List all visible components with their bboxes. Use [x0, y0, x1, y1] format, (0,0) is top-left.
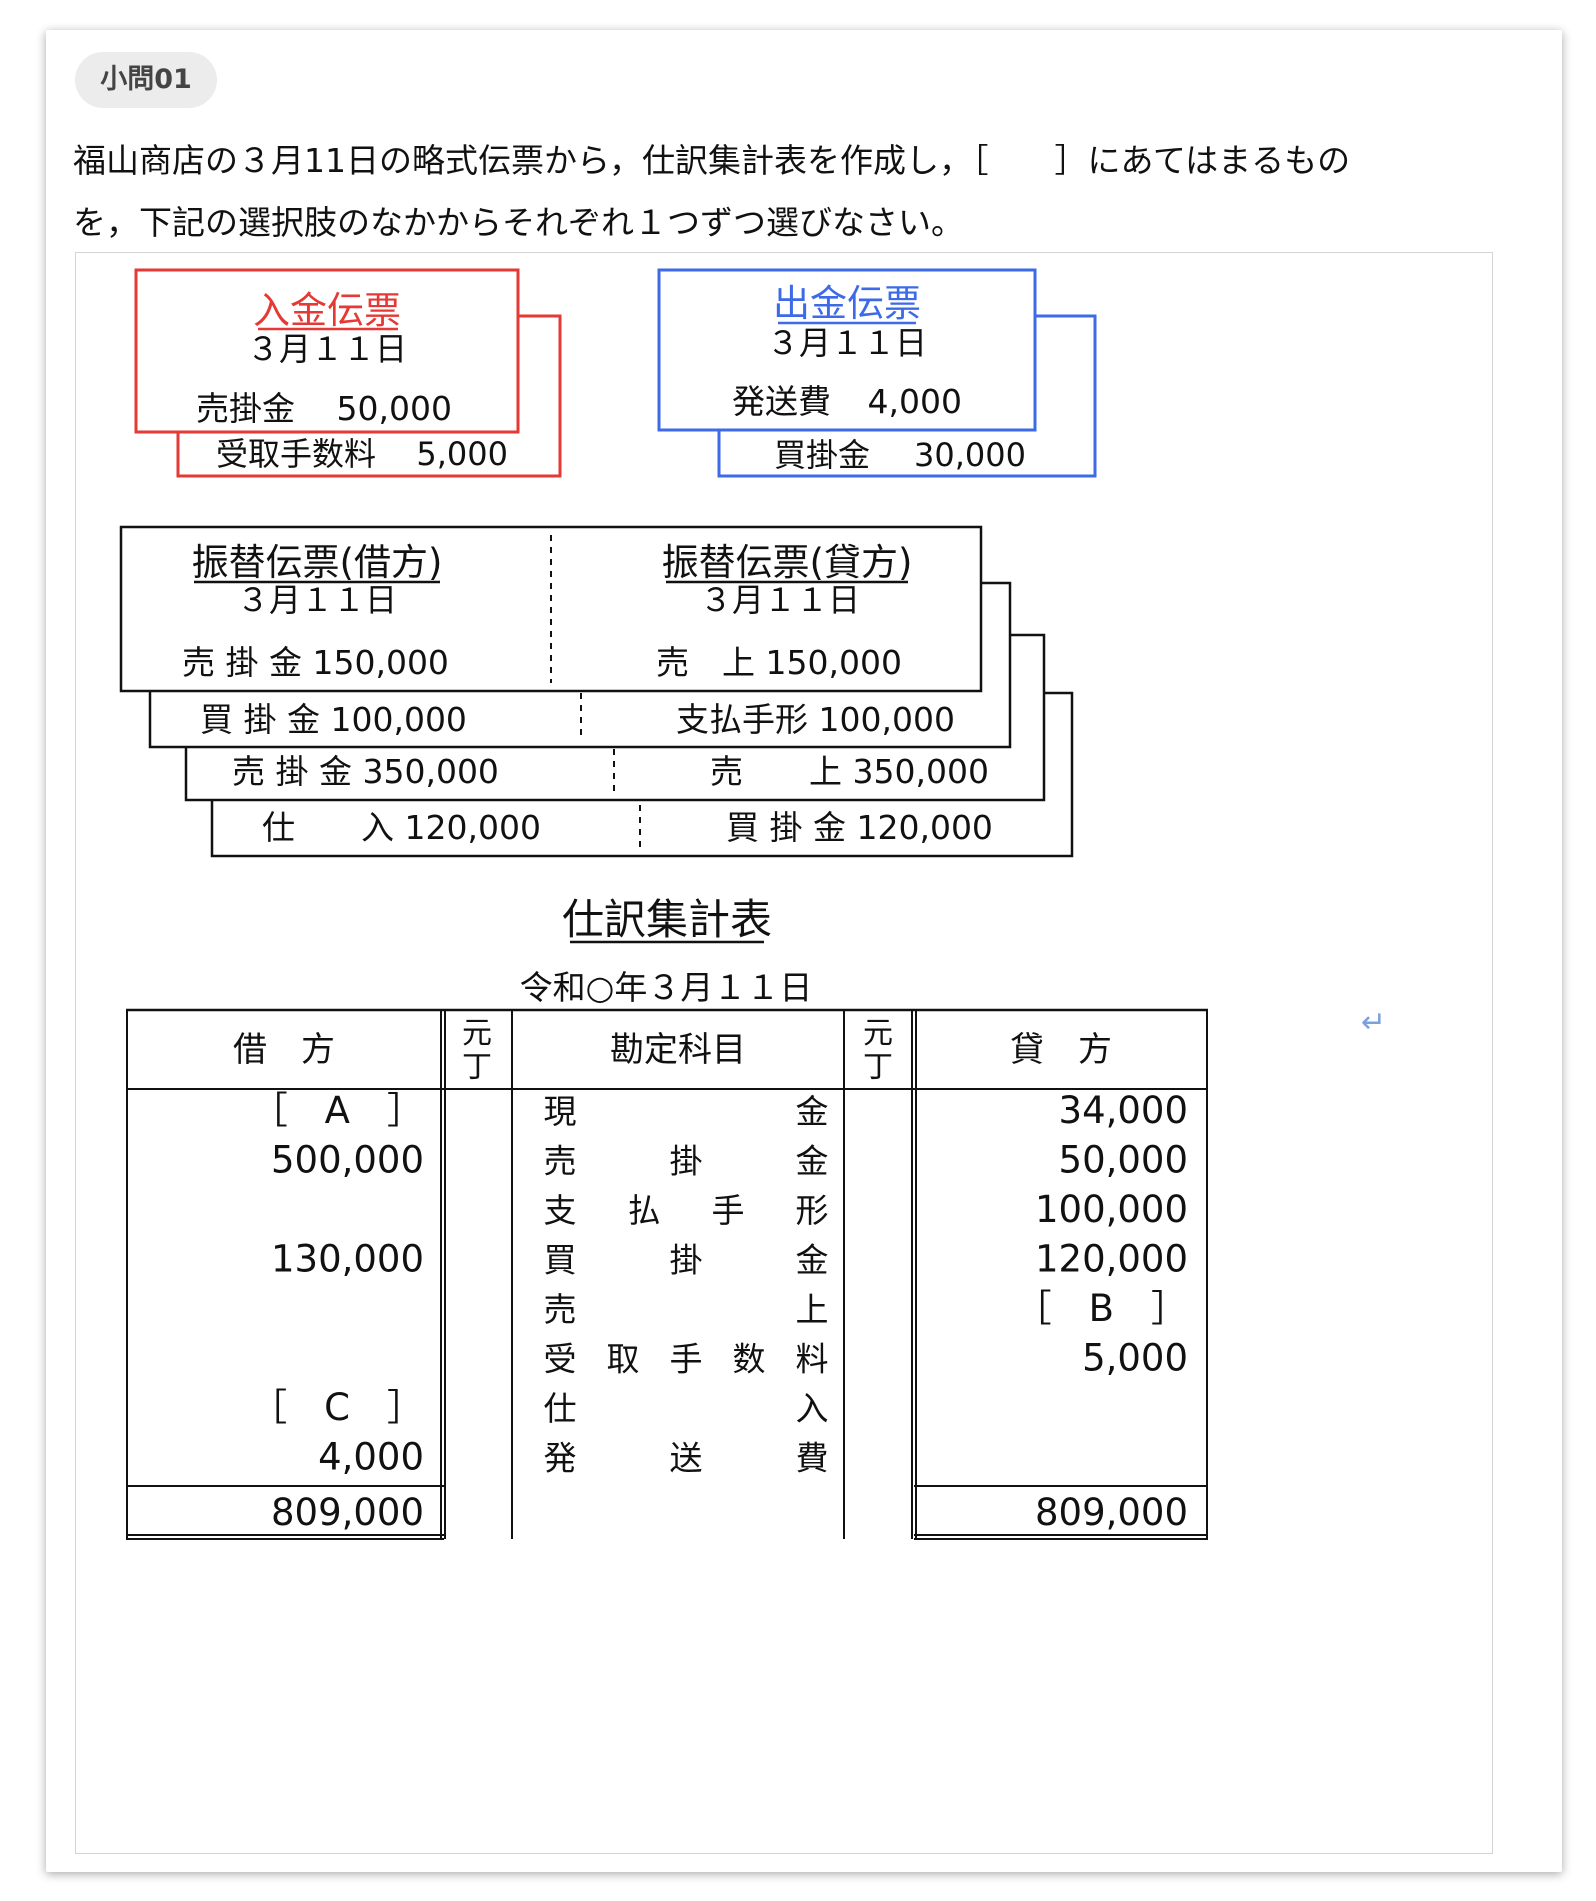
furikae-row-4-debit: 仕 入 120,000 — [262, 808, 541, 847]
shukkin-account-1: 発送費 — [732, 382, 831, 421]
question-line-1: 福山商店の３月11日の略式伝票から，仕訳集計表を作成し，［ ］にあてはまるもの — [73, 141, 1351, 180]
nyukin-slip-front — [134, 268, 520, 434]
summary-row-5-credit: ［ B ］ — [1015, 1287, 1188, 1330]
question-line-2: を，下記の選択肢のなかからそれぞれ１つずつ選びなさい。 — [73, 203, 964, 242]
question-tag: 小問01 — [75, 52, 217, 108]
summary-row-1-credit: 34,000 — [1059, 1089, 1188, 1132]
return-mark-icon: ↵ — [1361, 1005, 1387, 1040]
furikae-row-2-credit: 支払手形 100,000 — [676, 700, 955, 739]
summary-total-credit: 809,000 — [1035, 1491, 1188, 1534]
summary-header-debit: 借 方 — [233, 1030, 335, 1070]
nyukin-amount-2: 5,000 — [416, 435, 508, 473]
summary-row-4-account: 買掛金 — [544, 1241, 829, 1280]
furikae-row-1-debit: 売 掛 金 150,000 — [182, 643, 449, 682]
furikae-credit-date: ３月１１日 — [700, 581, 860, 619]
shukkin-slip-front — [657, 268, 1037, 432]
summary-row-4-credit: 120,000 — [1035, 1238, 1188, 1281]
shukkin-date: ３月１１日 — [767, 324, 927, 362]
summary-table-lines — [126, 1008, 1208, 1540]
nyukin-slip-group — [134, 268, 562, 478]
furikae-row-3-debit: 売 掛 金 350,000 — [232, 752, 499, 791]
summary-row-7-debit: ［ C ］ — [250, 1386, 424, 1429]
summary-row-3-credit: 100,000 — [1035, 1188, 1188, 1231]
furikae-debit-title: 振替伝票(借方) — [192, 541, 443, 584]
summary-title: 仕訳集計表 — [562, 895, 772, 944]
nyukin-account-1: 売掛金 — [196, 389, 295, 428]
question-figure: 入金伝票 ３月１１日 売掛金 50,000 受取手数料 5,000 出金伝票 ３… — [75, 252, 1493, 1854]
summary-row-2-debit: 500,000 — [271, 1139, 424, 1182]
summary-row-6-account: 受取手数料 — [544, 1340, 829, 1379]
furikae-row-4-credit: 買 掛 金 120,000 — [726, 808, 993, 847]
summary-header-account: 勘定科目 — [610, 1030, 746, 1070]
summary-row-4-debit: 130,000 — [271, 1238, 424, 1281]
shukkin-slip-group — [657, 268, 1097, 478]
summary-header-ref2: 元丁 — [863, 1016, 893, 1085]
summary-row-3-account: 支払手形 — [544, 1191, 829, 1230]
furikae-slip-stack — [119, 525, 1074, 858]
summary-row-1-account: 現金 — [544, 1092, 829, 1131]
summary-header-credit: 貸 方 — [1010, 1030, 1112, 1070]
summary-rows: ［ A ］ 現金 34,000 500,000 売掛金 50,000 支払手形 100,000… — [250, 1089, 1188, 1479]
slips-figure: 入金伝票 ３月１１日 売掛金 50,000 受取手数料 5,000 出金伝票 ３… — [119, 268, 1208, 1540]
summary-row-2-credit: 50,000 — [1059, 1139, 1188, 1182]
summary-date: 令和○年３月１１日 — [520, 968, 813, 1007]
shukkin-amount-1: 4,000 — [868, 382, 962, 421]
furikae-debit-date: ３月１１日 — [237, 581, 397, 619]
furikae-row-3-credit: 売 上 350,000 — [710, 752, 989, 791]
furikae-credit-title: 振替伝票(貸方) — [662, 541, 913, 584]
shukkin-account-2: 買掛金 — [774, 436, 870, 474]
furikae-row-1-credit: 売 上 150,000 — [656, 643, 902, 682]
summary-row-6-credit: 5,000 — [1082, 1337, 1188, 1380]
furikae-row-2-debit: 買 掛 金 100,000 — [200, 700, 467, 739]
summary-row-8-debit: 4,000 — [318, 1436, 424, 1479]
question-card: 小問01 福山商店の３月11日の略式伝票から，仕訳集計表を作成し，［ ］にあては… — [46, 30, 1562, 1872]
furikae-dividers — [550, 535, 641, 849]
nyukin-title: 入金伝票 — [253, 289, 401, 332]
summary-total-debit: 809,000 — [271, 1491, 424, 1534]
question-text: 福山商店の３月11日の略式伝票から，仕訳集計表を作成し，［ ］にあてはまるもの … — [73, 130, 1513, 254]
summary-row-1-debit: ［ A ］ — [251, 1089, 424, 1132]
shukkin-title: 出金伝票 — [773, 282, 921, 325]
summary-header-ref1: 元丁 — [462, 1016, 492, 1085]
summary-row-7-account: 仕入 — [544, 1389, 829, 1428]
summary-row-2-account: 売掛金 — [544, 1142, 829, 1181]
shukkin-amount-2: 30,000 — [914, 436, 1026, 474]
nyukin-date: ３月１１日 — [247, 330, 407, 368]
nyukin-account-2: 受取手数料 — [216, 435, 376, 473]
summary-row-5-account: 売上 — [544, 1290, 829, 1329]
nyukin-amount-1: 50,000 — [337, 389, 452, 428]
summary-row-8-account: 発送費 — [544, 1439, 829, 1478]
